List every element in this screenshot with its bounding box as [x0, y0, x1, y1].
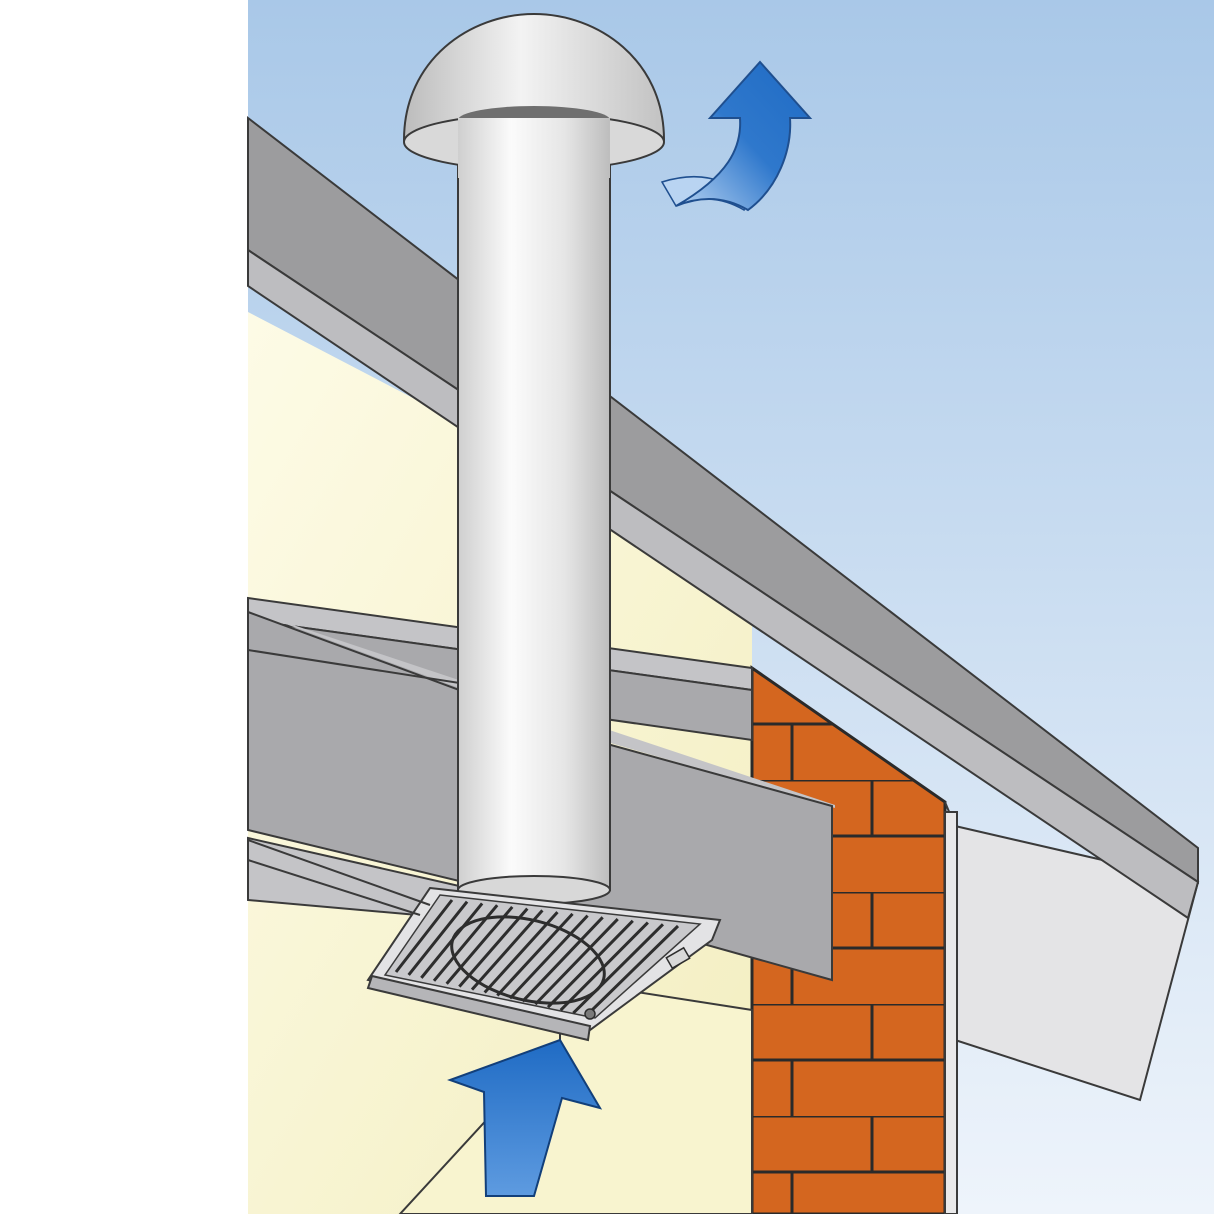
grille-slat: [394, 899, 454, 973]
grille-slat: [458, 907, 529, 988]
airflow-exhaust-arrow: [660, 60, 813, 212]
grille-slat: [584, 924, 680, 1018]
grille-screw: [584, 1008, 596, 1020]
left-margin: [0, 0, 248, 1214]
grille-slat: [470, 909, 544, 991]
ceiling-vent-grille: [366, 886, 722, 1042]
grille-slat: [521, 916, 604, 1003]
grille-slat: [534, 918, 619, 1006]
grille-fan-ring: [450, 915, 606, 1005]
grille-slat: [407, 900, 469, 976]
grille-slat: [546, 919, 634, 1009]
grille-slat: [483, 911, 559, 994]
grille-slat: [572, 923, 664, 1015]
ceiling-line-2: [247, 859, 421, 916]
grille-slat: [445, 905, 514, 985]
vent-pipe-neck: [458, 118, 610, 178]
grille-tab: [665, 946, 691, 970]
airflow-intake-arrow: [447, 1038, 603, 1197]
grille-slat: [508, 914, 589, 1000]
vent-pipe: [457, 109, 611, 891]
ceiling-line-1: [247, 839, 431, 906]
wall-corner-trim: [944, 811, 958, 1214]
